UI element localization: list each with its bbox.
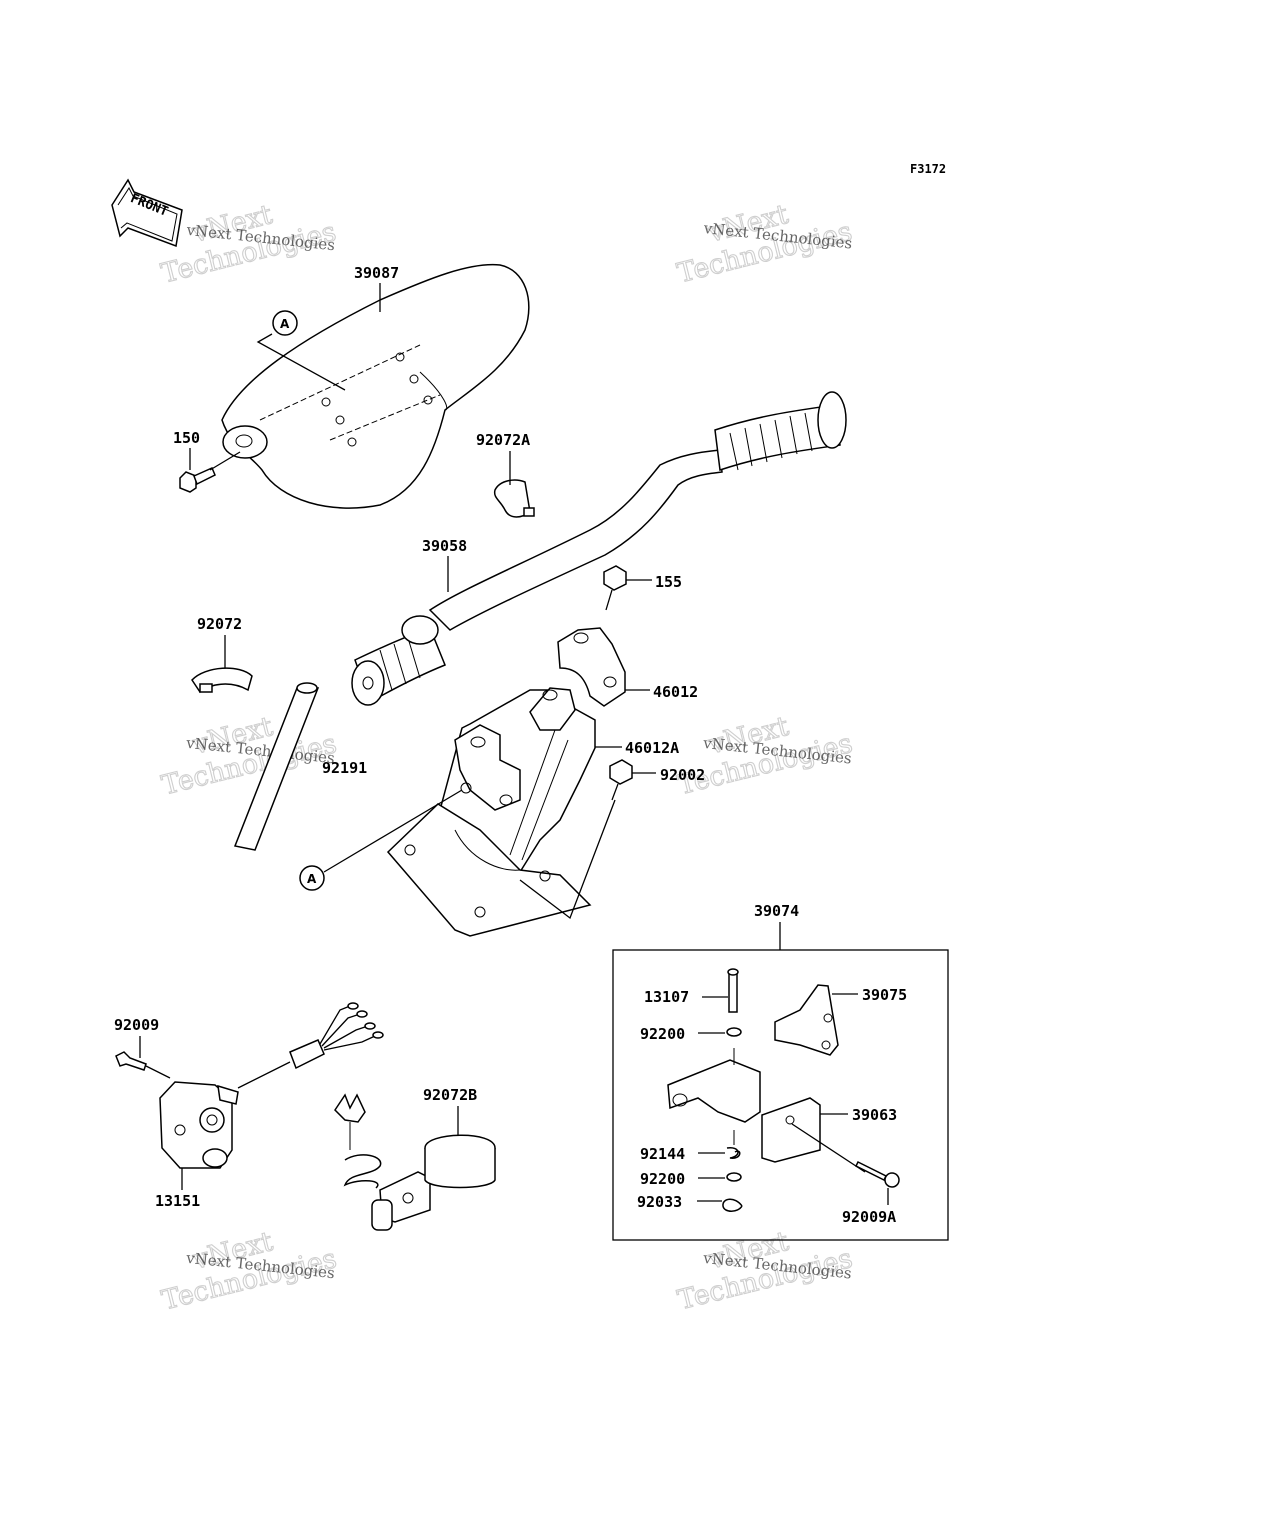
lanyard-bracket-92072b — [334, 1093, 496, 1231]
part-label-92033: 92033 — [637, 1193, 682, 1211]
cable-tie-92072 — [191, 667, 253, 694]
clamp-top-46012 — [557, 627, 626, 707]
part-label-92144: 92144 — [640, 1145, 685, 1163]
clamp-39063 — [761, 1097, 821, 1163]
part-label-150: 150 — [173, 429, 200, 447]
part-label-92072B: 92072B — [423, 1086, 477, 1104]
part-label-92072: 92072 — [197, 615, 242, 633]
callout-a-top: A — [272, 310, 298, 336]
throttle-housing — [667, 1048, 761, 1123]
part-label-92191: 92191 — [322, 759, 367, 777]
front-arrow-icon: FRONT — [111, 178, 183, 248]
svg-text:A: A — [307, 872, 317, 886]
washer-92200-bottom — [726, 1172, 742, 1182]
screw-92009 — [115, 1051, 147, 1071]
part-label-46012: 46012 — [653, 683, 698, 701]
part-label-39087: 39087 — [354, 264, 399, 282]
handlebar — [351, 391, 847, 706]
part-label-13107: 13107 — [644, 988, 689, 1006]
stop-switch-13151 — [159, 1081, 239, 1169]
handlebar-cover — [221, 263, 530, 509]
part-label-92009: 92009 — [114, 1016, 159, 1034]
screw-92009a — [854, 1160, 900, 1188]
part-label-13151: 13151 — [155, 1192, 200, 1210]
part-label-39063: 39063 — [852, 1106, 897, 1124]
clip-92033 — [722, 1198, 743, 1212]
callout-a-bottom: A — [299, 865, 325, 891]
handlebar-holder — [386, 687, 596, 937]
part-label-92072A: 92072A — [476, 431, 530, 449]
lever-39075 — [774, 984, 839, 1056]
part-label-92200-bottom: 92200 — [640, 1170, 685, 1188]
switch-wire-harness — [237, 1002, 384, 1089]
washer-92200-top — [726, 1027, 742, 1037]
kit-39074-box — [612, 949, 949, 1241]
part-label-92002: 92002 — [660, 766, 705, 784]
cable-tie-92072a — [493, 479, 535, 518]
part-label-92200-top: 92200 — [640, 1025, 685, 1043]
hose-92191 — [233, 682, 320, 851]
bolt-155 — [603, 565, 627, 611]
part-label-39074: 39074 — [754, 902, 799, 920]
spring-92144 — [726, 1147, 741, 1159]
part-label-46012A: 46012A — [625, 739, 679, 757]
part-label-39058: 39058 — [422, 537, 467, 555]
part-label-92009A: 92009A — [842, 1208, 896, 1226]
svg-text:A: A — [280, 317, 290, 331]
part-label-39075: 39075 — [862, 986, 907, 1004]
bolt-92002 — [609, 759, 633, 801]
pin-13107 — [727, 968, 739, 1013]
bolt-150 — [179, 467, 216, 493]
part-label-155: 155 — [655, 573, 682, 591]
figure-code: F3172 — [910, 162, 946, 176]
